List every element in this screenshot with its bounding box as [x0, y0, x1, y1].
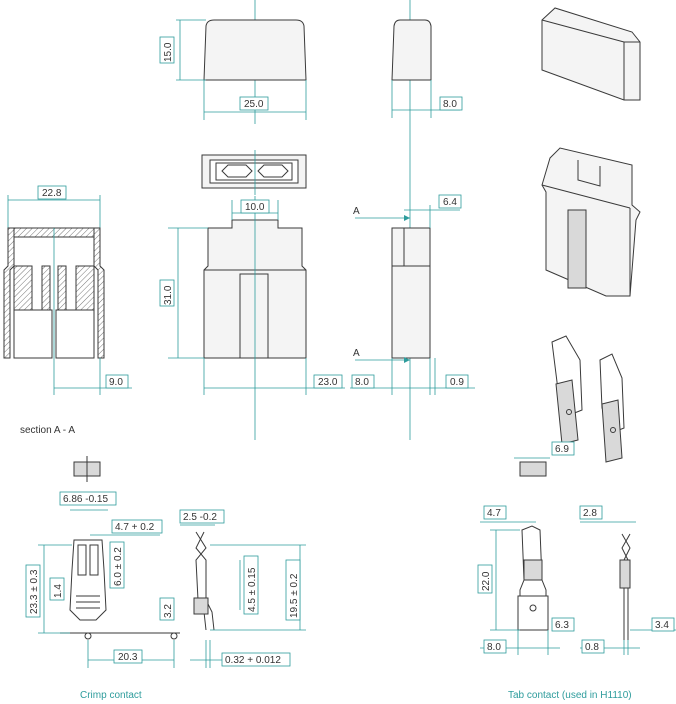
dim-section-bottom: 9.0	[109, 377, 123, 388]
dim-tab-side: 2.8	[583, 508, 597, 519]
tab-contact-side: 2.8 0.8 3.4	[579, 505, 676, 655]
dim-cap-depth: 8.0	[443, 99, 457, 110]
dim-tab-blade: 6.3	[555, 620, 569, 631]
dim-tab-thick: 0.8	[585, 642, 599, 653]
dim-body-half-width: 23.0	[318, 377, 338, 388]
housing-side-view: A A 6.4 8.0 0.9	[350, 194, 475, 395]
dim-section-width: 22.8	[42, 188, 62, 199]
section-caption: section A - A	[20, 425, 75, 436]
crimp-contact-side: 2.5 -0.2 4.5 ± 0.15 19.5 ± 0.2 3.2 0.32 …	[159, 509, 306, 668]
dim-crimp-height: 23.3 ± 0.3	[29, 569, 40, 614]
dim-crimp-offset: 4.7 + 0.2	[115, 522, 155, 533]
housing-top-view	[201, 150, 307, 195]
cap-side-view: 8.0	[391, 0, 463, 440]
dim-side-top: 6.4	[443, 197, 457, 208]
housing-front-view: 10.0 31.0 23.0	[159, 196, 345, 440]
section-a-a-view: 22.8 9.0 section A - A	[3, 185, 132, 436]
dim-side-wall: 0.9	[450, 377, 464, 388]
section-mark-top: A	[353, 206, 360, 217]
dim-crimp-thickness: 2.5 -0.2	[183, 512, 217, 523]
section-mark-bottom: A	[353, 348, 360, 359]
tab-caption: Tab contact (used in H1110)	[508, 690, 632, 701]
crimp-caption: Crimp contact	[80, 690, 142, 701]
dim-tab-width: 4.7	[487, 508, 501, 519]
housing-isometric-view	[541, 147, 641, 297]
dim-crimp-length: 20.3	[118, 652, 138, 663]
dim-cap-width: 25.0	[244, 99, 264, 110]
dim-cap-height: 15.0	[163, 42, 174, 62]
cap-isometric-view	[541, 7, 641, 101]
dim-tab-height: 22.0	[481, 571, 492, 591]
dim-tab-base: 8.0	[487, 642, 501, 653]
dim-crimp-side-height: 19.5 ± 0.2	[289, 573, 300, 618]
dim-body-height: 31.0	[163, 285, 174, 305]
cap-front-view: 15.0 25.0	[159, 0, 307, 124]
crimp-contact-drawing: 6.86 -0.15 4.7 + 0.2 23.3 ± 0.3 1.4 6.0 …	[25, 456, 180, 701]
dim-crimp-side-small: 3.2	[163, 604, 174, 618]
dim-crimp-barrel: 6.0 ± 0.2	[113, 547, 124, 586]
tab-contact-drawing: 4.7 22.0 8.0 6.3 Tab contact (used in H1…	[477, 505, 632, 701]
dim-tab-small: 6.9	[555, 444, 569, 455]
dim-tab-slot: 10.0	[245, 202, 265, 213]
tab-contacts-isometric: 6.9	[514, 335, 625, 477]
dim-tab-side-len: 3.4	[655, 620, 669, 631]
dim-side-depth: 8.0	[355, 377, 369, 388]
dim-crimp-width: 6.86 -0.15	[63, 494, 108, 505]
dim-crimp-side-inner: 4.5 ± 0.15	[247, 567, 258, 612]
dim-crimp-sheet: 0.32 + 0.012	[225, 655, 281, 666]
dim-crimp-small: 1.4	[53, 584, 64, 598]
